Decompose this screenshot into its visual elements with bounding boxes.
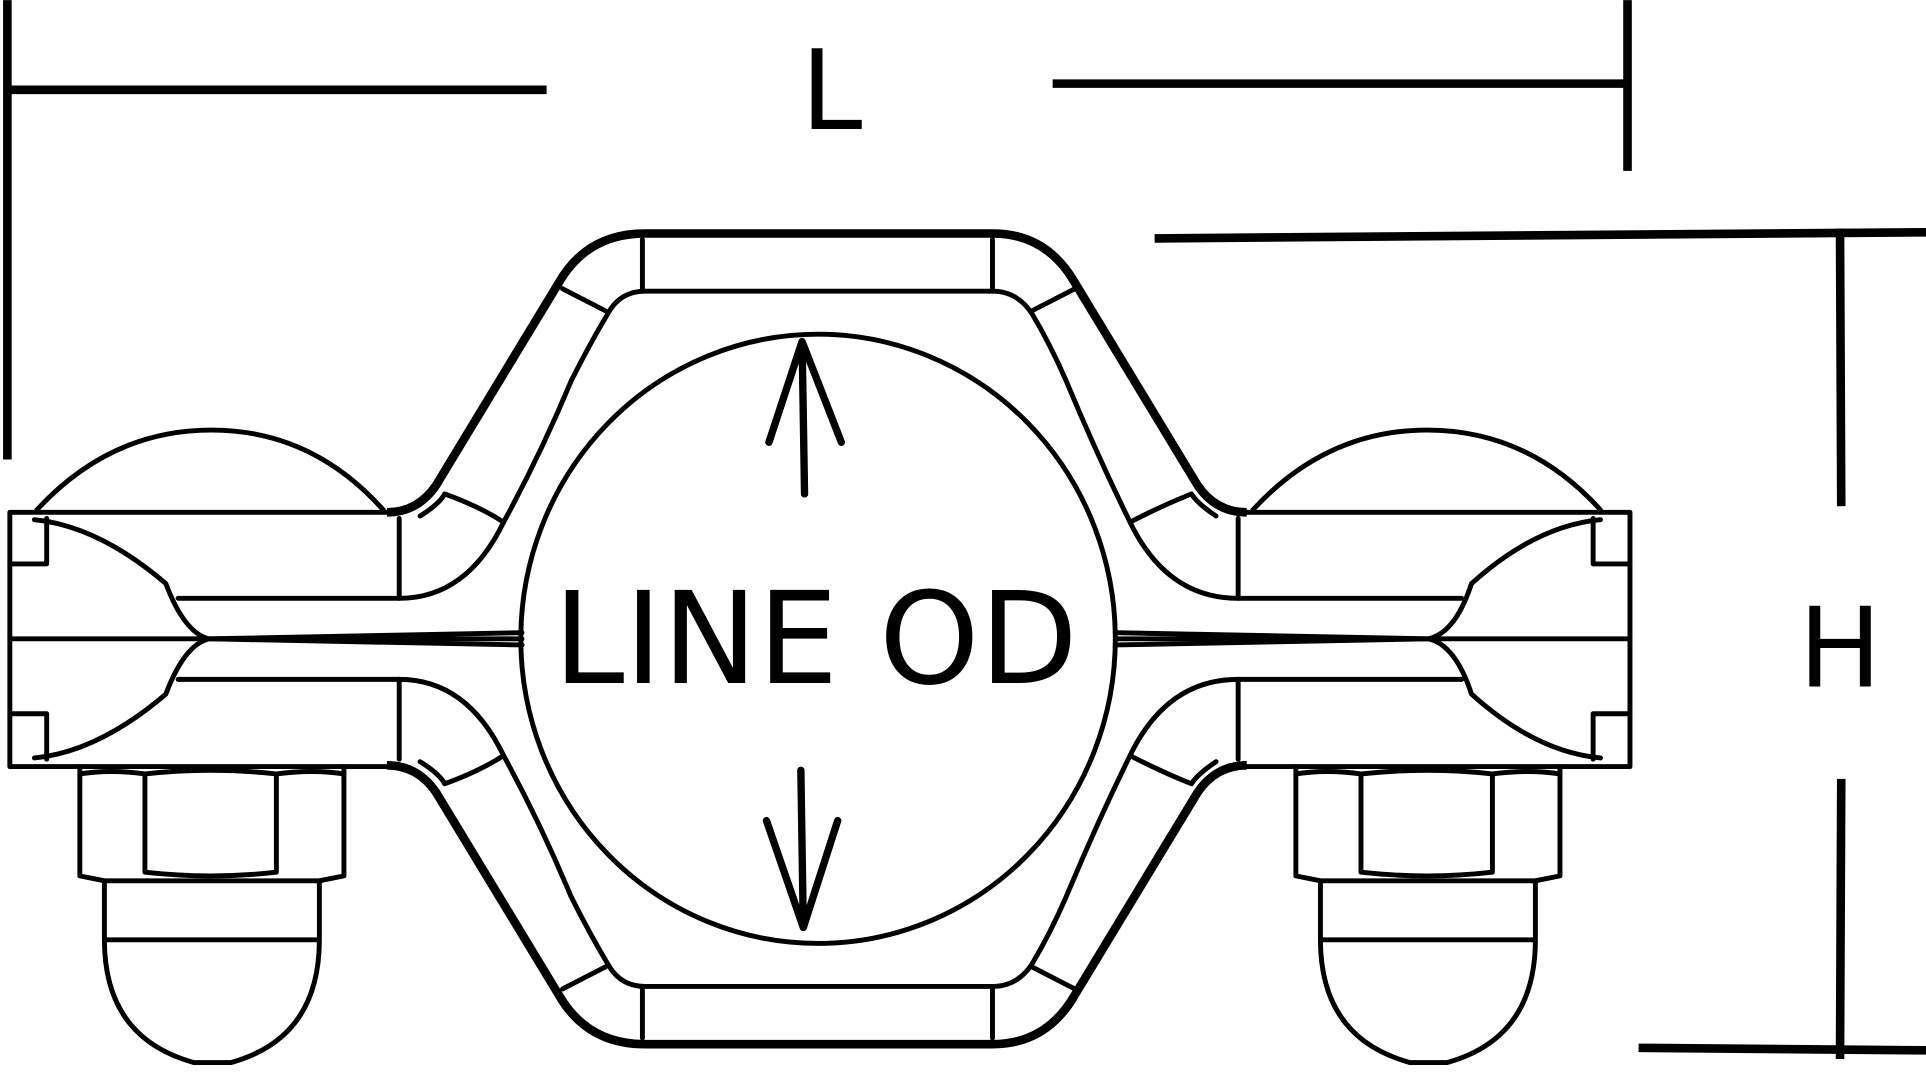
down-arrow-icon — [762, 766, 842, 932]
top-strap-outer — [386, 229, 1247, 517]
left-bolt-head — [34, 427, 386, 513]
left-nut — [77, 764, 347, 1066]
height-label: H — [1798, 585, 1881, 714]
bottom-strap-inner — [396, 676, 1241, 989]
length-dimension: L — [3, 0, 1632, 460]
height-upper-dim-line — [1835, 228, 1846, 507]
right-nut — [1293, 764, 1563, 1066]
flange-end-notches — [7, 516, 1633, 762]
line-od-circle — [518, 331, 1118, 946]
right-nut-cap — [1317, 878, 1538, 1066]
right-nut-facets — [1293, 767, 1563, 879]
top-strap-web — [639, 237, 995, 294]
bottom-strap-bends — [417, 753, 1219, 992]
bottom-strap-outer — [386, 761, 1247, 1049]
top-strap — [386, 229, 1247, 601]
gap-taper-lines — [206, 630, 1431, 648]
height-lower-dim-line — [1835, 778, 1846, 1059]
height-top-extension — [1154, 227, 1926, 243]
bottom-strap-web — [639, 983, 995, 1041]
bottom-strap — [386, 676, 1247, 1049]
line-od-label: LINE OD — [553, 565, 1078, 714]
clamp-body — [7, 509, 1633, 770]
od-arrows — [762, 337, 846, 932]
left-nut-body — [77, 764, 347, 884]
height-dimension: H — [1154, 227, 1926, 1059]
up-arrow-icon — [765, 337, 846, 498]
top-strap-inner — [396, 288, 1241, 601]
left-nut-facets — [77, 767, 347, 879]
flange-web-lines — [396, 516, 1241, 762]
left-nut-cap — [101, 878, 322, 1066]
flange-inner-lines — [175, 595, 1465, 682]
right-bolt-head — [1250, 427, 1603, 513]
right-nut-body — [1293, 764, 1563, 884]
top-strap-bends — [417, 286, 1219, 525]
height-bottom-extension — [1638, 1043, 1926, 1055]
length-label: L — [801, 27, 863, 156]
